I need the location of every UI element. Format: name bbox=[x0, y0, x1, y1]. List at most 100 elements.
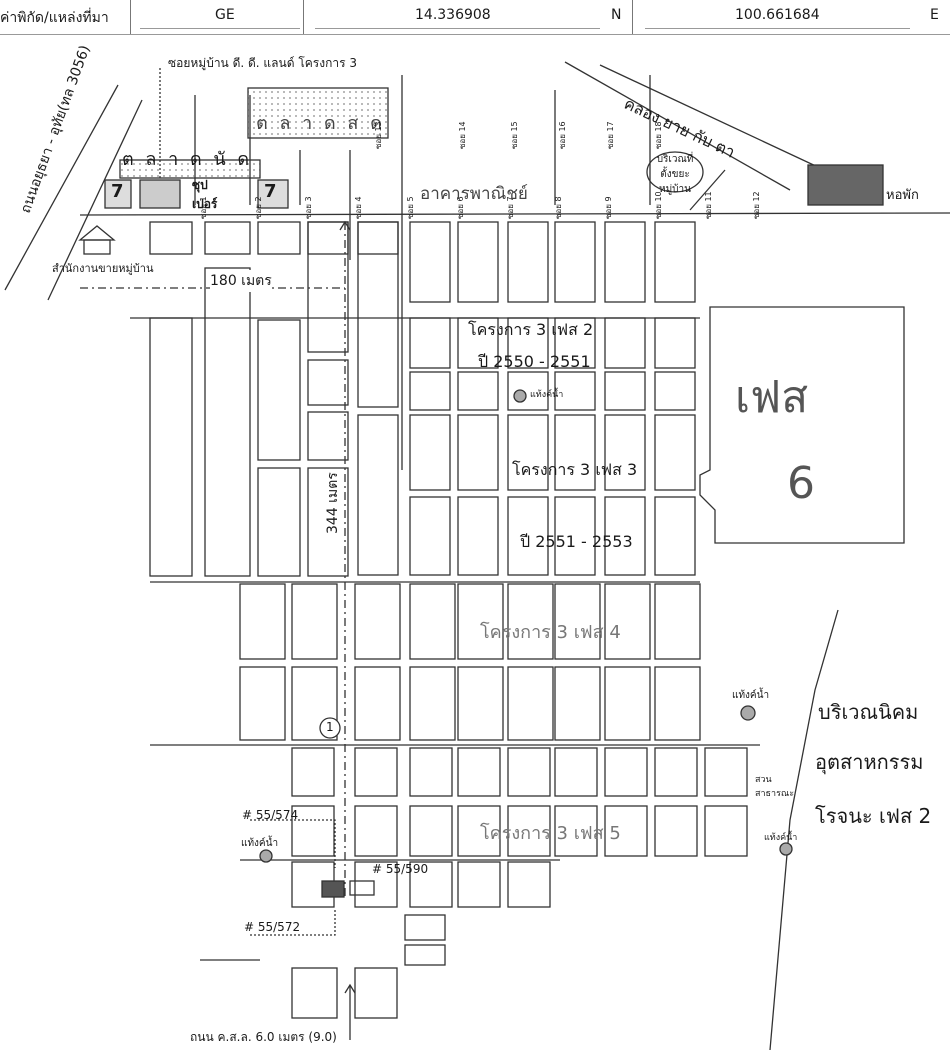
land-block bbox=[654, 317, 696, 369]
source-value: GE bbox=[215, 7, 235, 23]
land-block bbox=[604, 496, 646, 576]
land-block bbox=[654, 414, 696, 491]
canal-edge bbox=[599, 64, 821, 169]
land-block bbox=[204, 267, 251, 577]
land-block bbox=[604, 221, 646, 303]
land-block bbox=[507, 583, 554, 660]
garbage-area-circle bbox=[646, 151, 704, 193]
road-bend bbox=[689, 169, 726, 211]
land-block bbox=[354, 805, 398, 857]
phase2-name: โครงการ 3 เฟส 2 bbox=[468, 320, 594, 339]
land-block bbox=[257, 221, 301, 255]
seven-eleven-box bbox=[104, 179, 132, 209]
soi-label: ซอย 2 bbox=[254, 196, 263, 219]
industrial-boundary bbox=[769, 609, 839, 1051]
land-block bbox=[604, 583, 651, 660]
land-block bbox=[357, 221, 399, 408]
land-block bbox=[507, 666, 554, 741]
fresh-market-label: ต ล า ด ส ด bbox=[256, 113, 385, 134]
soi-label: ซอย 1 bbox=[199, 196, 208, 219]
marker-circle bbox=[319, 717, 341, 739]
land-block bbox=[654, 805, 698, 857]
phase6-number: 6 bbox=[787, 458, 815, 509]
water-tank-label: แท้งค์น้ำ bbox=[764, 833, 798, 843]
land-block bbox=[507, 747, 551, 797]
land-block bbox=[404, 944, 446, 966]
land-block bbox=[409, 583, 456, 660]
water-tank bbox=[779, 842, 793, 856]
land-block bbox=[149, 317, 193, 577]
land-block bbox=[354, 666, 401, 741]
soi-label: ซอย 8 bbox=[554, 196, 563, 219]
land-block bbox=[704, 747, 748, 797]
water-tank bbox=[513, 389, 527, 403]
seven-eleven-label: 7 bbox=[111, 181, 124, 202]
flea-market-area bbox=[119, 159, 261, 179]
land-block bbox=[357, 221, 399, 255]
village-map: ซอยหมู่บ้าน ดี. ดี. แลนด์ โครงการ 3 ถนนอ… bbox=[0, 34, 950, 1063]
phase4-name: โครงการ 3 เฟส 4 bbox=[480, 622, 621, 643]
header-underline bbox=[645, 28, 910, 29]
leader-line bbox=[250, 819, 336, 868]
latitude-direction: N bbox=[611, 7, 622, 23]
land-block bbox=[457, 583, 504, 660]
water-tank bbox=[259, 849, 273, 863]
land-block bbox=[654, 583, 701, 660]
land-block bbox=[291, 805, 335, 857]
latitude-value: 14.336908 bbox=[415, 7, 491, 23]
land-block bbox=[457, 666, 504, 741]
soi-label: ซอย 16 bbox=[558, 121, 567, 149]
land-block bbox=[457, 221, 499, 303]
land-block bbox=[704, 805, 748, 857]
land-block bbox=[604, 371, 646, 411]
header-underline bbox=[140, 28, 300, 29]
garbage-area-label: บริเวณที่ตั้งขยะหมู่บ้าน bbox=[656, 154, 694, 195]
land-block bbox=[604, 317, 646, 369]
phase6-label: เฟส bbox=[735, 372, 809, 423]
land-block bbox=[654, 747, 698, 797]
phase3-name: โครงการ 3 เฟส 3 bbox=[512, 460, 638, 479]
highway-edge bbox=[4, 84, 119, 291]
soi-label: ซอย 15 bbox=[510, 121, 519, 149]
industrial-label: บริเวณนิคม bbox=[818, 700, 919, 724]
phase2-years: ปี 2550 - 2551 bbox=[478, 352, 591, 371]
land-block bbox=[554, 371, 596, 411]
soi-label: ซอย 6 bbox=[456, 196, 465, 219]
house-574-label: # 55/574 bbox=[242, 808, 299, 822]
soi-label: ซอย 4 bbox=[354, 196, 363, 219]
super-label: ซุป เปอร์ bbox=[192, 178, 218, 211]
land-block bbox=[307, 467, 349, 577]
roads bbox=[4, 61, 950, 1051]
land-blocks bbox=[130, 75, 760, 1019]
header-divider bbox=[303, 0, 304, 34]
land-block bbox=[257, 319, 301, 461]
longitude-value: 100.661684 bbox=[735, 7, 820, 23]
land-block bbox=[291, 967, 338, 1019]
land-block bbox=[409, 221, 451, 303]
land-block bbox=[149, 221, 193, 255]
land-block bbox=[604, 414, 646, 491]
soi-label: ซอย 5 bbox=[406, 196, 415, 219]
header-underline bbox=[315, 28, 600, 29]
house-roof bbox=[78, 225, 116, 241]
land-block bbox=[291, 747, 335, 797]
land-block bbox=[409, 496, 451, 576]
land-block bbox=[354, 583, 401, 660]
industrial-label: อุตสาหกรรม bbox=[815, 750, 924, 774]
land-block bbox=[291, 666, 338, 741]
arrow-head bbox=[339, 220, 351, 231]
longitude-direction: E bbox=[930, 7, 939, 23]
commercial-building-label: อาคารพาณิชย์ bbox=[420, 184, 528, 204]
soi-label: ซอย 12 bbox=[752, 191, 761, 219]
land-block bbox=[654, 371, 696, 411]
land-block bbox=[409, 747, 453, 797]
land-block bbox=[307, 359, 349, 406]
water-tank-label: แท้งค์น้ำ bbox=[241, 838, 279, 849]
soi-label: ซอย 18 bbox=[654, 121, 663, 149]
land-block bbox=[604, 805, 648, 857]
land-block bbox=[654, 666, 701, 741]
land-block bbox=[257, 467, 301, 577]
land-block bbox=[654, 496, 696, 576]
highway-edge bbox=[47, 99, 143, 301]
flea-market-label: ต ล า ด นั ด bbox=[122, 149, 253, 170]
